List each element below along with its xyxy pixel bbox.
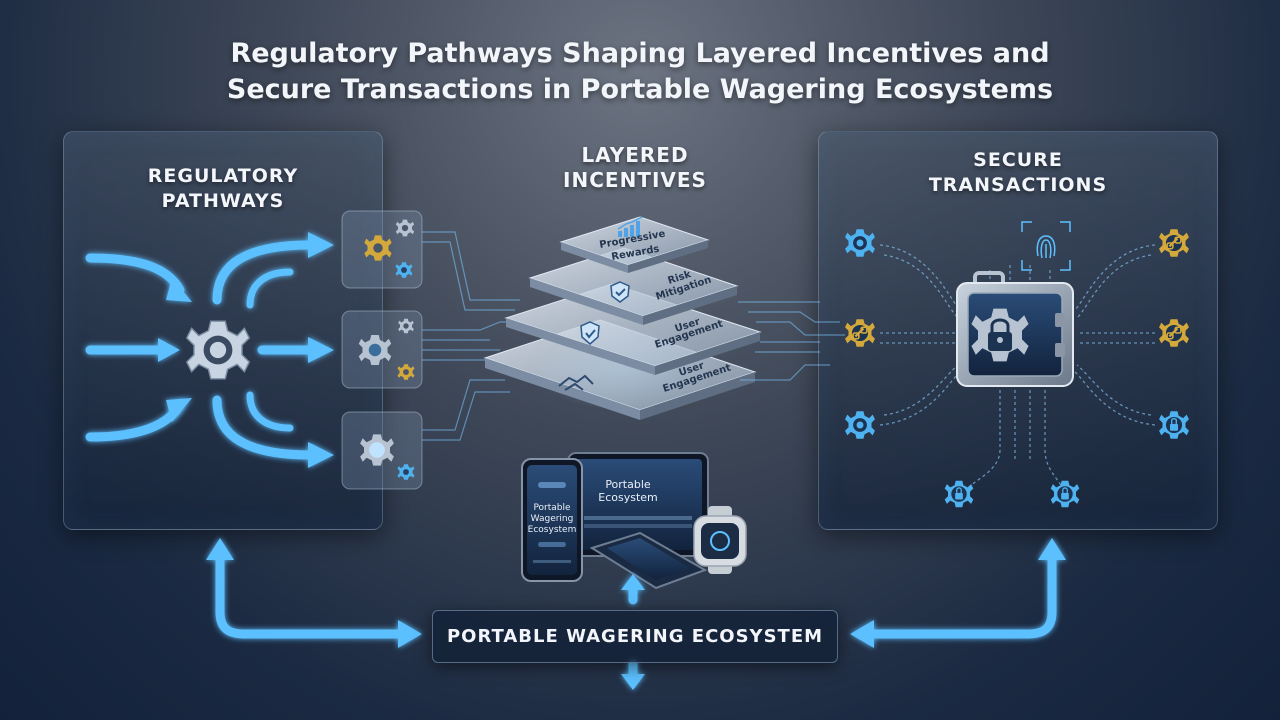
chain-link-icon (1159, 229, 1189, 257)
device-tablet: Portable Ecosystem (567, 452, 709, 557)
regulatory-heading-line-1: REGULATORY (147, 165, 299, 187)
phone-title-line-3: Ecosystem (528, 525, 577, 535)
flow-arrow-in-bottom (85, 400, 185, 442)
device-phone: Portable Wagering Ecosystem (521, 458, 583, 582)
gear-icon-silver-small (398, 318, 414, 334)
lock-gear-icon (944, 480, 974, 508)
gear-icon-silver (395, 219, 415, 237)
gear-icon-silver-large (358, 335, 392, 365)
chain-link-icon (845, 319, 875, 347)
secure-heading-line-1: SECURE (973, 149, 1063, 171)
incentive-layer-2: Risk Mitigation (528, 247, 739, 325)
connector-arrow-heads (206, 538, 1066, 690)
vault-icon (956, 271, 1074, 387)
phone-title-line-1: Portable (533, 503, 571, 513)
handshake-icon (558, 374, 594, 391)
lock-gear-icon (1050, 480, 1080, 508)
secure-transactions-heading: SECURE TRANSACTIONS (819, 148, 1217, 198)
regulatory-pathways-heading: REGULATORY PATHWAYS (64, 164, 382, 214)
gear-icon-gold (364, 235, 392, 261)
arrowhead-in-top (166, 278, 192, 302)
circuit-lines-right (738, 301, 845, 381)
arrowhead-left-right (398, 620, 422, 648)
secure-gear-icons (845, 229, 1189, 508)
lock-icon (988, 318, 1012, 351)
gear-icon-blue (395, 262, 413, 278)
gear-box-middle (341, 310, 423, 389)
arrowhead-out-top (308, 232, 334, 258)
arrowhead-center-down (621, 674, 645, 690)
arrowhead-right-left (850, 620, 874, 648)
flow-arrow-heads (158, 232, 334, 468)
layered-incentives-stack: User Engagement User Engagement Risk Mit… (483, 216, 762, 420)
device-smartwatch (693, 506, 747, 574)
gear-icon-gold-small (397, 364, 415, 380)
flow-arrow-out-top (212, 240, 315, 305)
arrowhead-out-middle (308, 337, 334, 363)
incentive-layer-4: User Engagement (483, 319, 757, 420)
gear-icon-silver-bottom (360, 434, 394, 466)
lock-gear-icon (1159, 411, 1189, 439)
flow-arrow-out-top-inner (246, 268, 294, 309)
device-phone-flat (589, 531, 708, 590)
arrowhead-in-bottom (166, 398, 192, 422)
gear-box-top (341, 210, 423, 289)
regulatory-pathways-panel: REGULATORY PATHWAYS (63, 131, 383, 530)
incentive-layer-3: User Engagement (504, 283, 762, 375)
diagram-title: Regulatory Pathways Shaping Layered Ince… (140, 36, 1140, 108)
arrowhead-left-up (206, 538, 234, 560)
incentive-layer-1: Progressive Rewards (559, 216, 710, 273)
arrowhead-right-up (1038, 538, 1066, 560)
gear-icon-blue-bottom (397, 464, 415, 480)
arrowhead-center-up (621, 574, 645, 590)
arrowhead-in-middle (158, 338, 180, 362)
portable-wagering-ecosystem-box: PORTABLE WAGERING ECOSYSTEM (432, 610, 838, 663)
layered-incentives-heading: LAYERED INCENTIVES (535, 143, 735, 193)
bar-chart-icon (617, 216, 643, 237)
title-line-2: Secure Transactions in Portable Wagering… (226, 74, 1054, 105)
phone-title-line-2: Wagering (531, 514, 574, 524)
connector-right (867, 555, 1057, 639)
circuit-lines-left (422, 231, 520, 441)
incentives-heading-line-1: LAYERED (581, 143, 689, 167)
incentives-heading-line-2: INCENTIVES (563, 168, 707, 192)
arrowhead-out-bottom (308, 442, 334, 468)
gear-box-bottom (341, 411, 423, 490)
central-gear-icon (185, 320, 251, 380)
gear-icon (845, 229, 875, 257)
secure-circuit-lines (879, 244, 1156, 489)
flow-arrow-out-bottom-inner (246, 391, 294, 432)
tablet-title-line-1: Portable (605, 478, 651, 491)
fingerprint-icon (1021, 221, 1071, 271)
secure-heading-line-2: TRANSACTIONS (928, 174, 1108, 196)
flow-arrow-out-bottom (212, 395, 315, 460)
chain-link-icon (1159, 319, 1189, 347)
flow-arrow-in-top (85, 253, 185, 295)
shield-check-icon (580, 321, 600, 345)
gear-icon (845, 411, 875, 439)
title-line-1: Regulatory Pathways Shaping Layered Ince… (230, 38, 1050, 69)
tablet-title-line-2: Ecosystem (598, 491, 658, 504)
regulatory-heading-line-2: PATHWAYS (161, 190, 285, 212)
shield-check-icon (610, 281, 630, 303)
connector-left (215, 555, 405, 639)
ecosystem-label: PORTABLE WAGERING ECOSYSTEM (446, 626, 824, 647)
